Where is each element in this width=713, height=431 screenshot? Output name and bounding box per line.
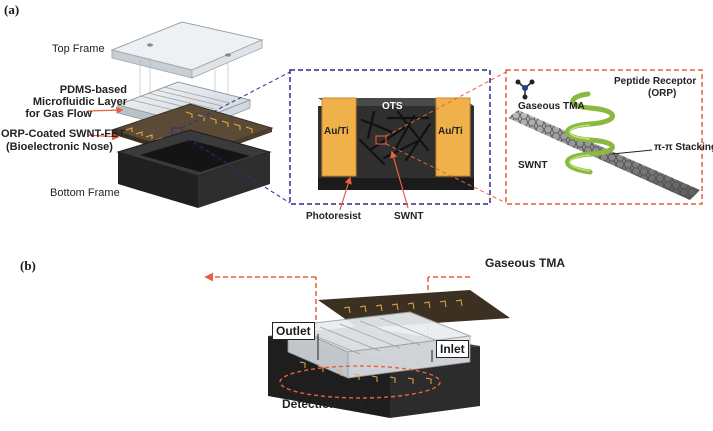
helix-highlight: [569, 124, 591, 172]
pdms-label-line3: for Gas Flow: [25, 108, 92, 120]
peptide-label-line2: (ORP): [648, 88, 677, 99]
detection-part-outline: [279, 365, 441, 399]
panel-b-tag: (b): [20, 258, 36, 273]
gaseous-tma-label-a: Gaseous TMA: [518, 101, 585, 112]
assembled-device: [268, 290, 510, 418]
top-frame-label: Top Frame: [52, 43, 105, 55]
fet-label-line1: ORP-Coated SWNT-FET: [1, 128, 126, 140]
left-electrode: [321, 97, 357, 177]
peptide-label-line1: Peptide Receptor: [614, 76, 697, 87]
peptide-helix: [565, 91, 615, 175]
auti-left-label: Au/Ti: [324, 126, 349, 137]
right-electrode: [435, 97, 471, 177]
zoom-lines-blue: [181, 71, 291, 204]
bottom-frame-label: Bottom Frame: [50, 187, 120, 199]
swnt-network: [358, 110, 432, 166]
fet-label-line2: (Bioelectronic Nose): [6, 141, 113, 153]
fet-closeup-device: [318, 97, 474, 190]
swnt-zoom-box: [375, 135, 387, 145]
top-frame-plate: [110, 21, 264, 79]
inlet-label: Inlet: [436, 340, 469, 358]
photoresist-label: Photoresist: [306, 211, 362, 222]
leader-arrows-center: [339, 150, 409, 211]
zoom-lines-red: [385, 71, 507, 204]
bottom-frame: [116, 129, 272, 208]
tma-molecule-icon: [515, 79, 535, 100]
panel-a-tag: (a): [4, 2, 20, 17]
nanotube: [508, 110, 700, 200]
pi-stacking-label: π-π Stacking: [654, 142, 713, 153]
fet-closeup-frame: [289, 69, 491, 205]
receptor-closeup-frame: [505, 69, 703, 205]
pdms-label-line1: PDMS-based: [59, 84, 127, 96]
pdms-label-line2: Microfluidic Layer: [32, 96, 127, 108]
outlet-label: Outlet: [272, 322, 315, 340]
swnt-right-label: SWNT: [518, 160, 548, 171]
ots-label: OTS: [382, 101, 403, 112]
auti-right-label: Au/Ti: [438, 126, 463, 137]
detection-part-label: Detection Part: [282, 397, 364, 411]
leader-arrows-left: [87, 106, 124, 141]
gaseous-tma-label-b: Gaseous TMA: [485, 256, 566, 270]
swnt-center-label: SWNT: [394, 211, 424, 222]
pi-stacking-pointer: [611, 149, 653, 155]
